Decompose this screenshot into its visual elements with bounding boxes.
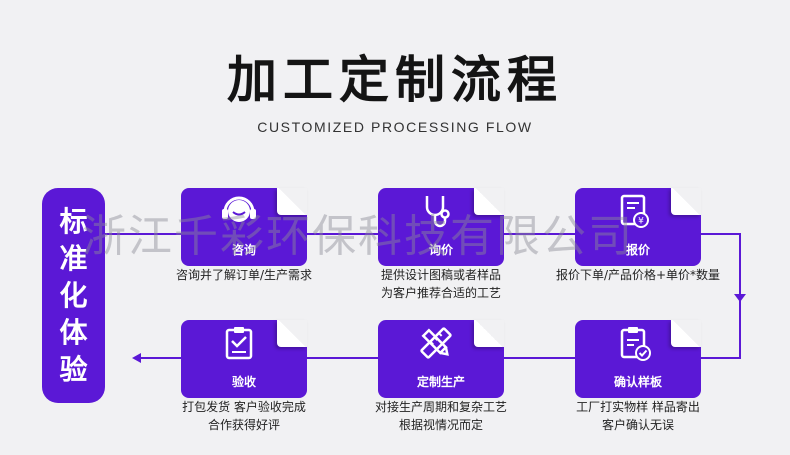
step-desc-line: 根据视情况而定 bbox=[398, 418, 483, 432]
step-label: 确认样板 bbox=[613, 375, 662, 389]
step-description-05: 对接生产周期和复杂工艺 根据视情况而定 bbox=[336, 398, 546, 434]
step-description-06: 打包发货 客户验收完成 合作获得好评 bbox=[139, 398, 349, 434]
side-label-panel: 标 准 化 体 验 bbox=[42, 188, 105, 403]
page-fold-icon bbox=[277, 188, 307, 215]
step-description-04: 工厂打实物样 样品寄出 客户确认无误 bbox=[533, 398, 743, 434]
step-desc-line: 工厂打实物样 样品寄出 bbox=[576, 400, 700, 414]
step-description-02: 提供设计图稿或者样品 为客户推荐合适的工艺 bbox=[336, 266, 546, 302]
step-label: 定制生产 bbox=[416, 375, 465, 389]
step-card-04: 04 确认样板 bbox=[575, 320, 701, 398]
page-fold-icon bbox=[671, 320, 701, 347]
pencil-ruler-icon bbox=[420, 327, 452, 359]
flow-arrow-left bbox=[132, 353, 141, 363]
page-title: 加工定制流程 bbox=[227, 51, 563, 109]
side-label-char: 体 bbox=[59, 316, 88, 349]
page-fold-icon bbox=[277, 320, 307, 347]
step-description-03: 报价下单/产品价格+单价*数量 bbox=[533, 266, 743, 284]
step-label: 询价 bbox=[428, 243, 453, 257]
step-label: 报价 bbox=[625, 243, 650, 257]
svg-text:¥: ¥ bbox=[638, 217, 644, 227]
stethoscope-icon bbox=[425, 196, 450, 228]
headset-icon bbox=[222, 196, 256, 222]
flow-line-top bbox=[105, 233, 741, 300]
side-label-char: 化 bbox=[59, 279, 88, 312]
page-fold-icon bbox=[474, 320, 504, 347]
checklist-icon bbox=[225, 327, 253, 360]
step-desc-line: 对接生产周期和复杂工艺 bbox=[374, 400, 507, 414]
step-desc-line: 打包发货 客户验收完成 bbox=[182, 400, 306, 414]
step-desc-line: 客户确认无误 bbox=[601, 418, 674, 432]
step-description-01: 咨询并了解订单/生产需求 bbox=[139, 266, 349, 284]
price-document-icon: ¥ bbox=[620, 194, 649, 228]
step-desc-line: 报价下单/产品价格+单价*数量 bbox=[555, 268, 721, 282]
flow-line-bottom bbox=[140, 296, 741, 359]
step-desc-line: 咨询并了解订单/生产需求 bbox=[175, 268, 313, 282]
side-label-char: 准 bbox=[59, 242, 88, 275]
step-label: 验收 bbox=[231, 375, 256, 389]
clipboard-check-icon bbox=[620, 327, 651, 361]
step-label: 咨询 bbox=[231, 243, 256, 257]
step-desc-line: 合作获得好评 bbox=[207, 418, 280, 432]
watermark-text: 浙江千彩环保科技有限公司 bbox=[82, 211, 634, 262]
page-fold-icon bbox=[671, 188, 701, 215]
side-label-char: 验 bbox=[59, 353, 88, 386]
step-desc-line: 提供设计图稿或者样品 bbox=[380, 268, 501, 282]
step-desc-line: 为客户推荐合适的工艺 bbox=[380, 286, 501, 300]
side-label-char: 标 bbox=[59, 205, 88, 238]
page-subtitle: CUSTOMIZED PROCESSING FLOW bbox=[257, 119, 533, 135]
page-fold-icon bbox=[474, 188, 504, 215]
